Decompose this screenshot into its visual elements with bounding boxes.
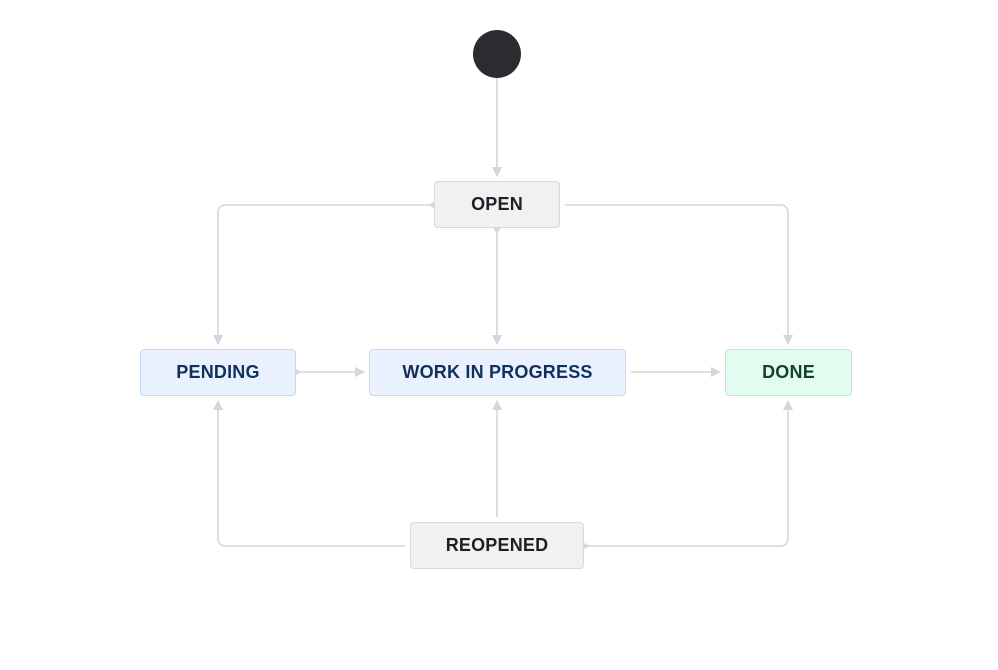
- edge-open-to-pending: [213, 200, 438, 345]
- state-open[interactable]: OPEN: [434, 181, 560, 228]
- edge-open-to-done: [565, 204, 793, 345]
- state-done[interactable]: DONE: [725, 349, 852, 396]
- edge-reopened-to-pending: [213, 400, 405, 547]
- state-reopened[interactable]: REOPENED: [410, 522, 584, 569]
- state-pending[interactable]: PENDING: [140, 349, 296, 396]
- edge-done-to-reopened: [580, 400, 793, 551]
- start-node: [473, 30, 521, 78]
- state-work-in-progress[interactable]: WORK IN PROGRESS: [369, 349, 626, 396]
